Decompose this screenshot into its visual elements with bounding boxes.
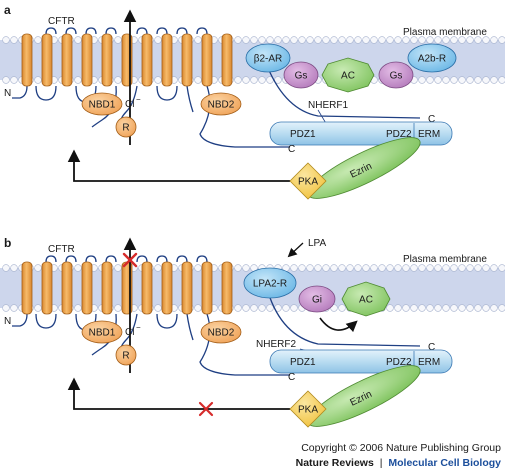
r-domain bbox=[115, 344, 137, 366]
lipid-heads-bottom bbox=[2, 76, 505, 84]
lpa-label: LPA bbox=[308, 238, 326, 249]
channel-block-mark bbox=[122, 252, 138, 268]
gs-left-label: Gs bbox=[295, 71, 308, 82]
nherf-label: NHERF1 bbox=[308, 100, 348, 111]
gi-protein bbox=[298, 285, 336, 313]
panel-b: b CFTR Plasma membrane bbox=[0, 236, 505, 428]
lpa2-r-receptor bbox=[243, 267, 297, 299]
chloride-charge: − bbox=[136, 95, 141, 104]
ac-label: AC bbox=[359, 295, 373, 306]
gs-right-label: Gs bbox=[390, 71, 403, 82]
receptor-c-tail bbox=[267, 67, 421, 119]
n-terminus-label: N bbox=[4, 88, 11, 99]
pka-to-r-arrow bbox=[67, 377, 290, 410]
pdz1-label: PDZ1 bbox=[290, 129, 316, 140]
receptor-c-terminus: C bbox=[428, 342, 435, 353]
gs-right bbox=[378, 61, 414, 89]
journal-separator: | bbox=[380, 457, 383, 469]
r-domain-label: R bbox=[122, 351, 129, 362]
cftr-label: CFTR bbox=[48, 244, 75, 255]
lipid-heads-top bbox=[2, 264, 505, 272]
beta2-ar-receptor bbox=[245, 43, 291, 73]
gi-label: Gi bbox=[312, 295, 322, 306]
r-domain-label: R bbox=[122, 123, 129, 134]
pdz1-label: PDZ1 bbox=[290, 357, 316, 368]
nbd2-domain bbox=[200, 92, 242, 116]
nherf-label: NHERF2 bbox=[256, 339, 296, 350]
pka-label: PKA bbox=[298, 177, 318, 188]
cftr-c-terminus: C bbox=[288, 372, 295, 383]
nbd1-label: NBD1 bbox=[89, 328, 116, 339]
lpa-arrow bbox=[287, 242, 304, 258]
gi-inhibition-arrow bbox=[319, 317, 358, 333]
pka-to-r-arrow bbox=[67, 149, 290, 182]
panel-a: a CFTR Plasma membrane bbox=[0, 3, 505, 200]
adenylyl-cyclase bbox=[341, 281, 391, 317]
pdz2-label: PDZ2 bbox=[386, 357, 412, 368]
a2b-r-receptor bbox=[407, 43, 457, 73]
erm-label: ERM bbox=[418, 357, 440, 368]
nbd2-label: NBD2 bbox=[208, 100, 235, 111]
cftr-helices bbox=[21, 261, 233, 315]
nbd2-domain bbox=[200, 320, 242, 344]
chloride-charge: − bbox=[136, 323, 141, 332]
pka-block-mark bbox=[198, 401, 214, 417]
lpa2-r-label: LPA2-R bbox=[253, 279, 287, 290]
n-terminus-label: N bbox=[4, 316, 11, 327]
beta2-ar-label: β2-AR bbox=[254, 54, 283, 65]
panel-letter: a bbox=[4, 3, 11, 17]
membrane-label: Plasma membrane bbox=[403, 254, 487, 265]
figure-credit: Copyright © 2006 Nature Publishing Group… bbox=[296, 442, 502, 469]
a2b-r-label: A2b-R bbox=[418, 54, 446, 65]
cftr-helices bbox=[21, 33, 233, 87]
membrane-label: Plasma membrane bbox=[403, 27, 487, 38]
nbd1-label: NBD1 bbox=[89, 100, 116, 111]
gs-left bbox=[283, 61, 319, 89]
nbd1-domain bbox=[81, 92, 123, 116]
pka-label: PKA bbox=[298, 405, 318, 416]
pka-kinase bbox=[289, 390, 327, 428]
cftr-label: CFTR bbox=[48, 16, 75, 27]
chloride-label: Cl bbox=[125, 99, 134, 110]
journal-name: Nature Reviews bbox=[296, 457, 374, 469]
journal-line: Nature Reviews | Molecular Cell Biology bbox=[296, 457, 502, 469]
panel-letter: b bbox=[4, 236, 11, 250]
cftr-c-terminus: C bbox=[288, 144, 295, 155]
adenylyl-cyclase bbox=[321, 57, 375, 93]
nbd2-label: NBD2 bbox=[208, 328, 235, 339]
receptor-c-tail bbox=[267, 291, 421, 347]
pdz2-label: PDZ2 bbox=[386, 129, 412, 140]
pka-kinase bbox=[289, 162, 327, 200]
ac-label: AC bbox=[341, 71, 355, 82]
chloride-label: Cl bbox=[125, 327, 134, 338]
nbd1-domain bbox=[81, 320, 123, 344]
journal-subtitle: Molecular Cell Biology bbox=[388, 457, 501, 469]
receptor-c-terminus: C bbox=[428, 114, 435, 125]
copyright-line: Copyright © 2006 Nature Publishing Group bbox=[301, 442, 501, 454]
lipid-heads-bottom bbox=[2, 304, 505, 312]
erm-label: ERM bbox=[418, 129, 440, 140]
r-domain bbox=[115, 116, 137, 138]
